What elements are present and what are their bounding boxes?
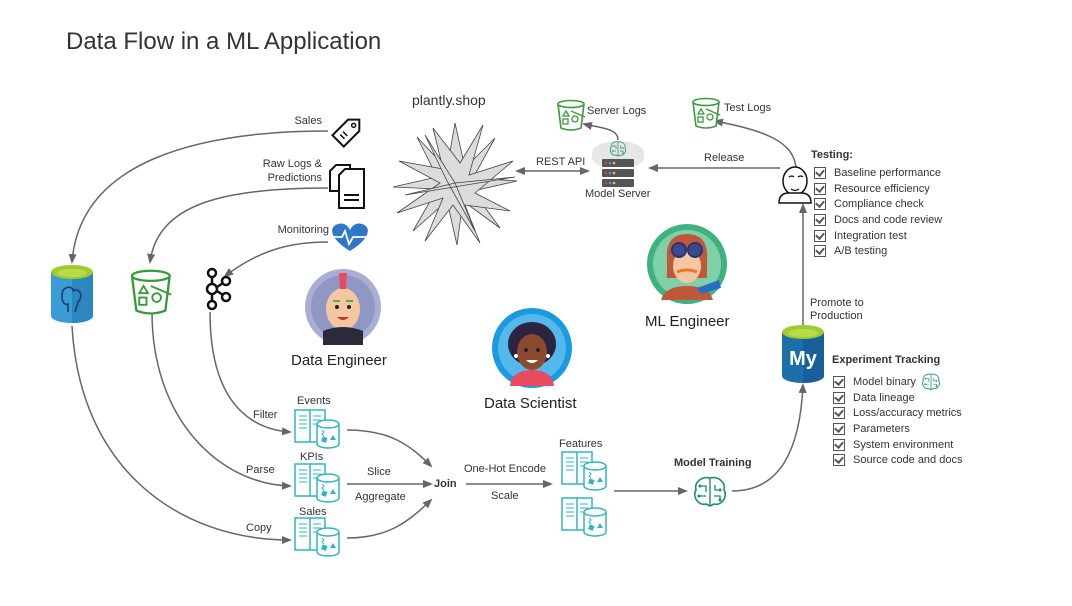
app-name-label: plantly.shop [412, 92, 486, 108]
checklist-item: System environment [833, 437, 962, 453]
checklist-item: Baseline performance [814, 165, 942, 181]
kpis-label: KPIs [300, 451, 324, 463]
arrow-kafka-to-events [209, 311, 292, 436]
rest-api-label: REST API [536, 156, 586, 168]
release-label: Release [704, 152, 745, 164]
join-label: Join [434, 478, 457, 490]
model-server-label: Model Server [585, 188, 651, 200]
experiment-tracking-heading: Experiment Tracking [832, 354, 941, 366]
data-scientist-label: Data Scientist [484, 395, 577, 412]
aggregate-label: Aggregate [355, 491, 406, 503]
checkbox-checked-icon [814, 166, 826, 179]
heart-pulse-icon [332, 223, 368, 251]
arrow-bucket-to-kpis [151, 311, 292, 490]
arrow-training-to-tracking [731, 383, 807, 492]
testing-checklist: Baseline performance Resource efficiency… [814, 165, 942, 259]
checklist-item: Loss/accuracy metrics [833, 405, 962, 421]
price-tag-icon [331, 118, 361, 148]
bucket-icon [130, 269, 173, 315]
promote-label-line1: Promote to [810, 297, 864, 309]
filter-label: Filter [253, 409, 278, 421]
data-engineer-label: Data Engineer [291, 352, 387, 369]
monitoring-label: Monitoring [277, 224, 329, 236]
server-logs-label: Server Logs [587, 105, 647, 117]
test-logs-label: Test Logs [724, 102, 772, 114]
dataset-kpis-icon [294, 463, 340, 503]
slice-label: Slice [367, 466, 391, 478]
server-icon [592, 141, 644, 187]
checklist-item: A/B testing [814, 243, 942, 259]
arrow-logs-to-bucket [147, 187, 329, 264]
mysql-logo-text: My [789, 348, 818, 370]
testing-heading: Testing: [811, 149, 853, 161]
arrow-monitoring-to-kafka [223, 241, 329, 278]
kafka-icon [205, 267, 232, 311]
page-title: Data Flow in a ML Application [66, 28, 382, 55]
checkbox-checked-icon [833, 391, 845, 404]
server-logs-bucket-icon [557, 99, 586, 131]
ml-engineer-label: ML Engineer [645, 313, 730, 330]
scale-label: Scale [491, 490, 519, 502]
checkbox-checked-icon [814, 245, 826, 258]
documents-icon [329, 164, 365, 209]
one-hot-encode-label: One-Hot Encode [464, 463, 546, 475]
arrow-events-to-join [346, 429, 433, 468]
checklist-item: Resource efficiency [814, 181, 942, 197]
checklist-item: Source code and docs [833, 452, 962, 468]
checkbox-checked-icon [833, 422, 845, 435]
checklist-item: Model binary [833, 374, 962, 390]
arrow-sales-to-join [346, 498, 433, 539]
checklist-item: Docs and code review [814, 212, 942, 228]
parse-label: Parse [246, 464, 275, 476]
dataset-sales-icon [294, 517, 340, 557]
dataset-features-1-icon [561, 451, 607, 491]
plant-star-icon [392, 122, 518, 246]
raw-logs-label-line2: Predictions [267, 172, 322, 184]
checklist-item: Integration test [814, 228, 942, 244]
experiment-tracking-checklist: Model binary Data lineage Loss/accuracy … [833, 374, 962, 468]
checklist-item: Data lineage [833, 390, 962, 406]
jenkins-icon [778, 166, 812, 204]
dataset-events-icon [294, 409, 340, 449]
sales-dataset-label: Sales [299, 506, 327, 518]
ml-engineer-avatar [647, 224, 727, 304]
arrow-to-server-logs [582, 122, 619, 141]
checkbox-checked-icon [833, 438, 845, 451]
arrow-postgres-to-sales [71, 325, 292, 544]
dataset-features-2-icon [561, 497, 607, 537]
checkbox-checked-icon [814, 229, 826, 242]
copy-label: Copy [246, 522, 272, 534]
data-scientist-avatar [492, 308, 572, 388]
checklist-item: Parameters [833, 421, 962, 437]
events-label: Events [297, 395, 331, 407]
checkbox-checked-icon [814, 198, 826, 211]
checkbox-checked-icon [814, 213, 826, 226]
sales-source-label: Sales [294, 115, 322, 127]
checkbox-checked-icon [833, 375, 845, 388]
arrow-sales-to-postgres [68, 130, 329, 264]
promote-label-line2: Production [810, 310, 863, 322]
postgresql-database-icon [51, 265, 93, 323]
mysql-database-icon: My [782, 325, 824, 383]
raw-logs-label-line1: Raw Logs & [262, 158, 322, 170]
checkbox-checked-icon [833, 454, 845, 467]
brain-icon [693, 476, 727, 507]
data-engineer-avatar [305, 269, 381, 345]
checkbox-checked-icon [814, 182, 826, 195]
checkbox-checked-icon [833, 407, 845, 420]
test-logs-bucket-icon [692, 97, 721, 129]
features-label: Features [559, 438, 603, 450]
model-training-label: Model Training [674, 457, 752, 469]
arrow-to-test-logs [713, 118, 797, 171]
checklist-item: Compliance check [814, 196, 942, 212]
